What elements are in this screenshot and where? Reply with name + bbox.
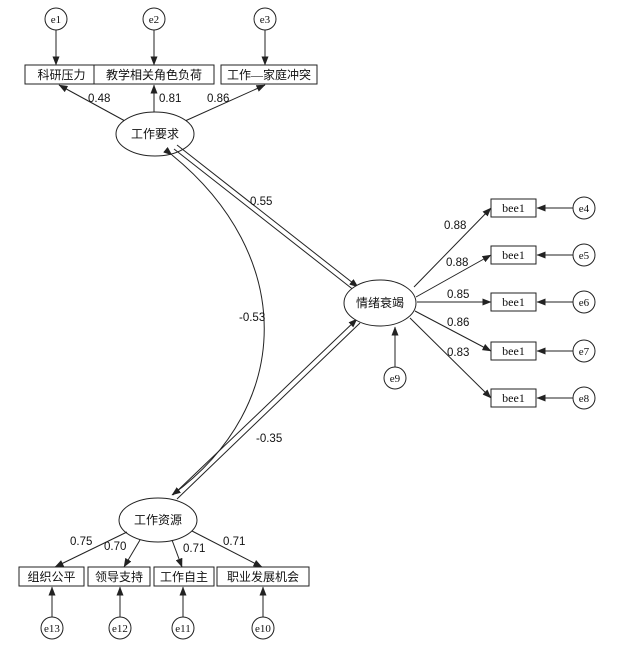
error-e6: e6: [536, 290, 596, 314]
latent-demand: 工作要求: [115, 111, 195, 157]
loading-d2: 0.81: [159, 93, 181, 105]
path-demand-d3: [184, 84, 266, 122]
loading-d3: 0.86: [207, 93, 229, 105]
path-demand-exhaustion: [176, 144, 359, 288]
observed-label: bee1: [502, 201, 525, 215]
error-e7: e7: [536, 339, 596, 363]
path-resource-exhaustion-second: [176, 322, 361, 500]
observed-label: 教学相关角色负荷: [106, 67, 202, 82]
coef-demand-resource: -0.53: [239, 312, 265, 324]
observed-label: 科研压力: [37, 68, 85, 82]
loading-r2: 0.70: [104, 541, 126, 553]
latent-resource: 工作资源: [118, 497, 198, 543]
error-label: e3: [260, 14, 271, 26]
path-exhaustion-b5: [409, 317, 492, 399]
error-e13: e13: [40, 586, 64, 640]
error-e4: e4: [536, 196, 596, 220]
error-label: e12: [112, 623, 128, 635]
observed-label: 组织公平: [27, 570, 75, 584]
observed-label: 职业发展机会: [227, 569, 299, 584]
observed-label: bee1: [502, 391, 525, 405]
latent-exhaustion: 情绪衰竭: [343, 279, 417, 327]
path-resource-exhaustion: [172, 318, 358, 496]
error-label: e7: [579, 346, 590, 358]
loading-b5: 0.83: [447, 347, 469, 359]
loading-r4: 0.71: [223, 536, 245, 548]
loading-b1: 0.88: [444, 220, 466, 232]
error-label: e5: [579, 250, 590, 262]
observed-b4: bee1: [490, 341, 537, 361]
error-label: e6: [579, 297, 590, 309]
path-resource-r4: [191, 530, 263, 568]
loading-r3: 0.71: [183, 543, 205, 555]
path-exhaustion-b1: [413, 207, 492, 288]
observed-r2: 领导支持: [87, 566, 151, 587]
error-label: e9: [390, 373, 401, 385]
loading-d1: 0.48: [88, 93, 110, 105]
error-e8: e8: [536, 386, 596, 410]
error-e5: e5: [536, 243, 596, 267]
observed-r1: 组织公平: [18, 566, 85, 587]
path-demand-exhaustion-second: [173, 148, 356, 292]
covariance-demand-resource: [163, 146, 265, 496]
path-exhaustion-b4: [414, 310, 492, 352]
error-e1: e1: [44, 7, 68, 66]
error-e3: e3: [253, 7, 277, 66]
error-e9: e9: [383, 326, 407, 390]
observed-d2: 教学相关角色负荷: [93, 64, 215, 85]
observed-d1: 科研压力: [24, 64, 99, 85]
observed-label: 工作自主: [160, 570, 208, 584]
loading-r1: 0.75: [70, 536, 92, 548]
error-e2: e2: [142, 7, 166, 66]
error-e12: e12: [108, 586, 132, 640]
latent-label: 情绪衰竭: [356, 295, 404, 310]
path-resource-r3: [171, 539, 183, 568]
error-label: e1: [51, 14, 61, 26]
error-label: e11: [175, 623, 190, 635]
error-label: e8: [579, 393, 590, 405]
error-label: e4: [579, 203, 590, 215]
observed-label: 工作—家庭冲突: [227, 67, 311, 82]
path-exhaustion-b2: [415, 254, 492, 298]
error-e11: e11: [171, 586, 195, 640]
observed-b1: bee1: [490, 198, 537, 218]
observed-r3: 工作自主: [153, 566, 215, 587]
loading-b3: 0.85: [447, 289, 469, 301]
error-label: e2: [149, 14, 159, 26]
loading-b4: 0.86: [447, 317, 469, 329]
observed-b5: bee1: [490, 388, 537, 408]
path-demand-d1: [58, 84, 126, 122]
loading-b2: 0.88: [446, 257, 468, 269]
error-e10: e10: [251, 586, 275, 640]
latent-label: 工作要求: [131, 127, 179, 141]
observed-label: bee1: [502, 344, 525, 358]
observed-r4: 职业发展机会: [216, 566, 310, 587]
coef-demand-exhaustion: 0.55: [250, 196, 272, 208]
error-label: e13: [44, 623, 60, 635]
observed-b3: bee1: [490, 292, 537, 312]
observed-label: bee1: [502, 295, 525, 309]
path-resource-r2: [123, 539, 141, 568]
error-label: e10: [255, 623, 271, 635]
observed-label: bee1: [502, 248, 525, 262]
latent-label: 工作资源: [134, 513, 182, 527]
observed-b2: bee1: [490, 245, 537, 265]
observed-label: 领导支持: [95, 569, 143, 584]
observed-d3: 工作—家庭冲突: [220, 64, 318, 85]
path-resource-r1: [54, 531, 128, 568]
coef-resource-exhaustion: -0.35: [256, 433, 282, 445]
